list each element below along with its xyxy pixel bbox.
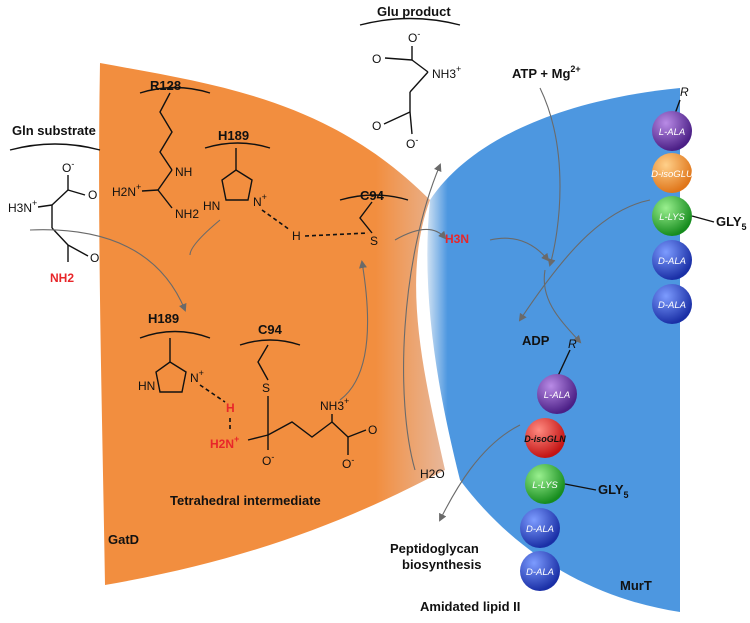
r128-h2n: H2N+ <box>112 182 141 199</box>
svg-text:D-isoGLU: D-isoGLU <box>651 169 693 180</box>
water-label: H2O <box>420 467 445 481</box>
gln-nh2: NH2 <box>50 271 74 285</box>
glu-product-label: Glu product <box>377 4 451 19</box>
residue-c94-top: C94 S <box>339 188 409 248</box>
gln-h3n: H3N+ <box>8 198 37 215</box>
chain-bottom-bead-1 <box>537 374 577 414</box>
flow-arrows <box>29 87 651 522</box>
peptide-chain-bottom: R L-ALA D-isoGLN L-LYS D-ALA D-ALA GLY5 <box>520 337 629 591</box>
chain-bottom-r: R <box>568 337 577 351</box>
chain-bottom-bead-2 <box>525 418 565 458</box>
svg-text:D-isoGLN: D-isoGLN <box>524 434 566 444</box>
gln-o-minus: O- <box>62 159 74 175</box>
glu-nh3: NH3+ <box>432 64 461 81</box>
svg-text:D-ALA: D-ALA <box>658 300 686 311</box>
svg-text:NH2: NH2 <box>175 207 199 221</box>
residue-h189-top: H189 HN N+ <box>203 128 271 213</box>
chain-top-bead-5 <box>652 284 692 324</box>
residue-h189-bottom: H189 HN N+ <box>138 311 211 393</box>
glu-product: Glu product O- O NH3+ O O- <box>359 4 461 151</box>
chain-top-bead-4 <box>652 240 692 280</box>
atp-label: ATP + Mg2+ <box>512 64 581 81</box>
gatd-label: GatD <box>108 532 139 547</box>
chain-bottom-gly: GLY5 <box>598 482 629 500</box>
tetrahedral-intermediate: C94 S H2N+ O- NH3+ O O- Tetrahedral inte… <box>170 322 377 508</box>
svg-text:H189: H189 <box>218 128 249 143</box>
svg-text:HN: HN <box>138 379 155 393</box>
chain-top-gly: GLY5 <box>716 214 747 232</box>
svg-text:D-ALA: D-ALA <box>658 256 686 267</box>
svg-text:L-LYS: L-LYS <box>659 212 685 223</box>
svg-text:H189: H189 <box>148 311 179 326</box>
chain-bottom-bead-5 <box>520 551 560 591</box>
svg-text:HN: HN <box>203 199 220 213</box>
gln-substrate-label: Gln substrate <box>12 123 96 138</box>
glu-o-minus-bottom: O- <box>406 135 418 151</box>
tetra-o-minus: O- <box>262 452 274 468</box>
svg-text:S: S <box>370 234 378 248</box>
svg-text:D-ALA: D-ALA <box>526 567 554 578</box>
tetra-h2n: H2N+ <box>210 434 239 451</box>
svg-text:L-ALA: L-ALA <box>659 127 685 138</box>
chain-top-bead-3 <box>652 196 692 236</box>
svg-text:C94: C94 <box>258 322 283 337</box>
adp-label: ADP <box>522 333 550 348</box>
chain-top-r: R <box>680 85 689 99</box>
peptidoglycan-label-2: biosynthesis <box>402 557 481 572</box>
glu-o-minus-top: O- <box>408 29 420 45</box>
tetra-nh3: NH3+ <box>320 396 349 413</box>
murt-h3n: H3N <box>445 232 469 246</box>
amidated-lipid-label: Amidated lipid II <box>420 599 520 614</box>
svg-text:H: H <box>292 229 301 243</box>
svg-text:O: O <box>90 251 99 265</box>
svg-text:O: O <box>368 423 377 437</box>
tetrahedral-label: Tetrahedral intermediate <box>170 493 321 508</box>
peptidoglycan-label-1: Peptidoglycan <box>390 541 479 556</box>
svg-text:H: H <box>226 401 235 415</box>
chain-top-bead-1 <box>652 111 692 151</box>
svg-text:O: O <box>372 52 381 66</box>
residue-r128: R128 NH H2N+ NH2 <box>112 78 211 221</box>
murt-shape <box>427 88 680 612</box>
svg-text:O: O <box>88 188 97 202</box>
h189-bottom-n: N+ <box>190 368 204 385</box>
gatd-shape <box>99 63 445 585</box>
svg-text:C94: C94 <box>360 188 385 203</box>
chain-bottom-bead-4 <box>520 508 560 548</box>
svg-text:D-ALA: D-ALA <box>526 524 554 535</box>
svg-text:S: S <box>262 381 270 395</box>
h189-top-n: N+ <box>253 192 267 209</box>
svg-text:L-LYS: L-LYS <box>532 480 558 491</box>
murt-label: MurT <box>620 578 652 593</box>
tetra-o-minus-2: O- <box>342 455 354 471</box>
chain-top-bead-2 <box>652 153 692 193</box>
chain-bottom-bead-3 <box>525 464 565 504</box>
r128-label: R128 <box>150 78 181 93</box>
svg-text:L-ALA: L-ALA <box>544 390 570 401</box>
svg-text:NH: NH <box>175 165 192 179</box>
gln-substrate: Gln substrate O- O H3N+ O NH2 <box>8 123 101 285</box>
peptide-chain-top: R L-ALA D-isoGLU L-LYS D-ALA D-ALA GLY5 <box>651 85 747 324</box>
svg-text:O: O <box>372 119 381 133</box>
